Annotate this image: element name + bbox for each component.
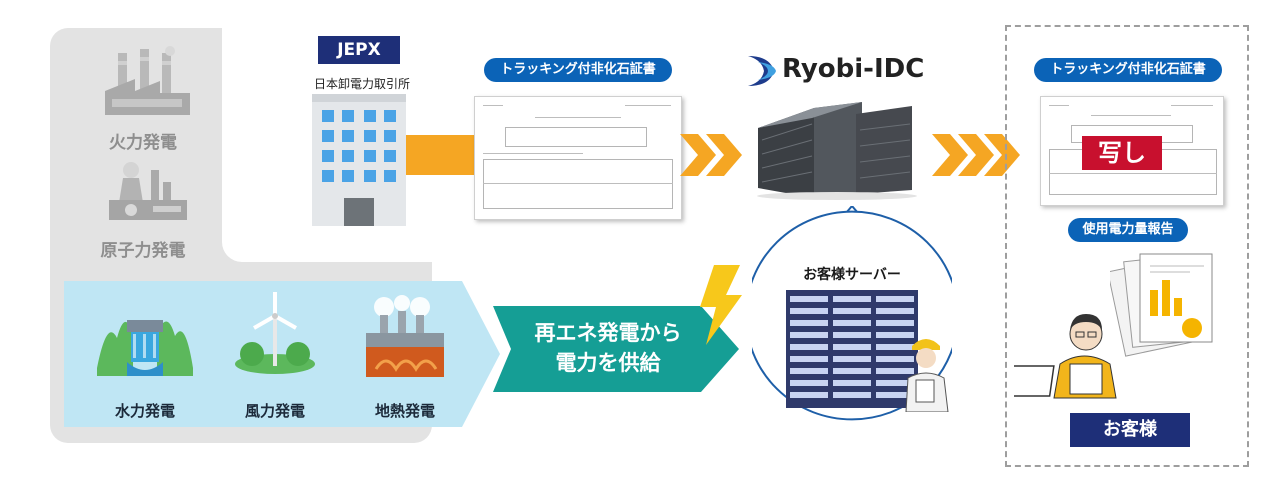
ryobi-logo-text: Ryobi-IDC <box>782 54 925 84</box>
certificate-document <box>474 96 682 220</box>
engineer-icon <box>905 339 949 412</box>
wind-turbine-icon <box>235 292 315 374</box>
customer-server-label: お客様サーバー <box>803 267 901 283</box>
hydro-label: 水力発電 <box>114 402 175 420</box>
ryobi-to-customer-chevrons <box>932 134 1020 176</box>
supply-banner-text: 再エネ発電から 電力を供給 <box>518 318 698 378</box>
jepx-badge: JEPX <box>318 36 400 64</box>
renewables-area <box>64 281 500 427</box>
customer-label: お客様 <box>1070 413 1190 447</box>
power-report-label: 使用電力量報告 <box>1068 218 1188 242</box>
geothermal-label: 地熱発電 <box>374 402 435 420</box>
cert-to-ryobi-chevrons <box>680 134 742 176</box>
supply-banner-line2: 電力を供給 <box>555 351 661 375</box>
certificate-label-right: トラッキング付非化石証書 <box>1034 58 1222 82</box>
supply-banner-shape <box>493 306 739 392</box>
lightning-icon <box>700 265 742 345</box>
certificate-label: トラッキング付非化石証書 <box>484 58 672 82</box>
nuclear-plant-label: 原子力発電 <box>100 241 186 261</box>
customer-area <box>1005 25 1249 467</box>
jepx-building-icon <box>312 94 406 226</box>
report-documents-icon <box>1110 253 1213 357</box>
jepx-caption: 日本卸電力取引所 <box>313 77 410 91</box>
copy-stamp: 写し <box>1082 136 1162 170</box>
ryobi-logo-icon <box>748 56 776 86</box>
supply-banner-line1: 再エネ発電から <box>534 321 682 345</box>
datacenter-building-icon <box>757 102 917 200</box>
server-rack-icon <box>786 290 918 408</box>
customer-person-icon <box>1014 314 1117 399</box>
jepx-to-cert-arrow <box>406 135 474 175</box>
hydro-dam-icon <box>97 320 193 376</box>
geothermal-plant-icon <box>366 295 444 377</box>
nuclear-plant-icon <box>109 162 187 220</box>
thermal-plant-label: 火力発電 <box>109 133 177 153</box>
thermal-plant-icon <box>105 46 190 115</box>
wind-label: 風力発電 <box>244 402 305 420</box>
